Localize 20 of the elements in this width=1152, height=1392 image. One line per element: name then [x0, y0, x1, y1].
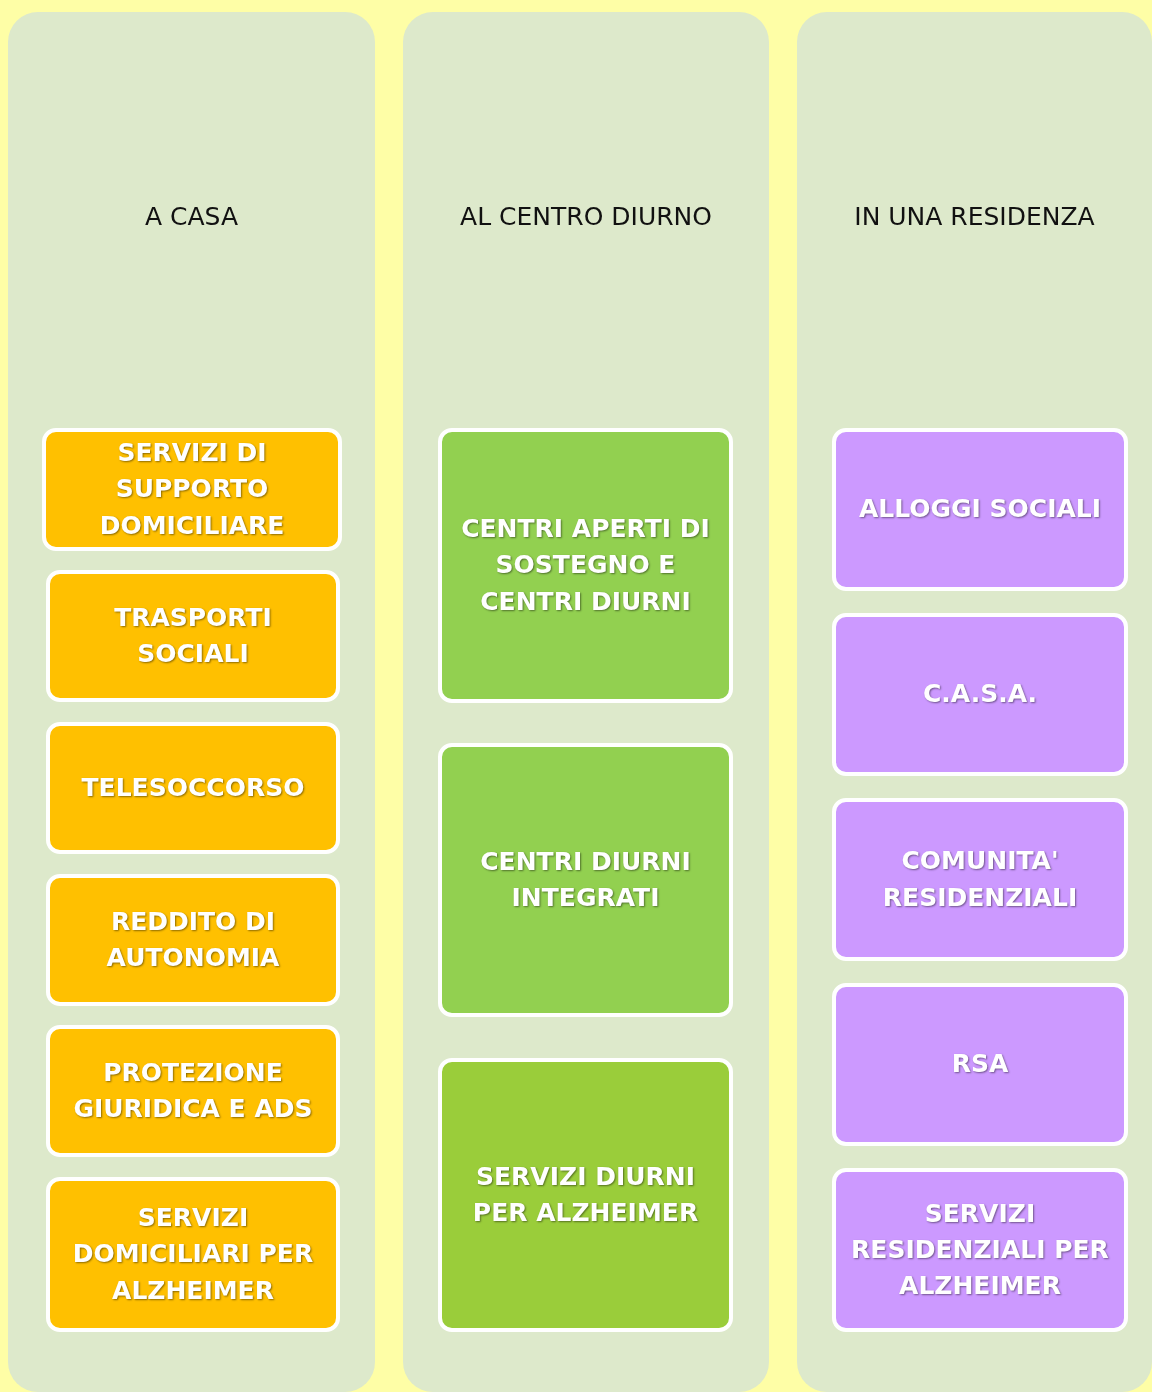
service-box: SERVIZI RESIDENZIALI PER ALZHEIMER — [832, 1168, 1128, 1332]
service-box: TRASPORTI SOCIALI — [46, 570, 340, 702]
service-box: SERVIZI DOMICILIARI PER ALZHEIMER — [46, 1177, 340, 1332]
service-box: CENTRI DIURNI INTEGRATI — [438, 743, 733, 1017]
service-box: RSA — [832, 983, 1128, 1146]
column-panel — [403, 12, 769, 1392]
service-box: SERVIZI DI SUPPORTO DOMICILIARE — [42, 428, 342, 551]
column-panel — [8, 12, 375, 1392]
service-box: TELESOCCORSO — [46, 722, 340, 854]
service-box: SERVIZI DIURNI PER ALZHEIMER — [438, 1058, 733, 1332]
service-box: C.A.S.A. — [832, 613, 1128, 776]
column-heading: IN UNA RESIDENZA — [853, 202, 1096, 231]
service-box: COMUNITA' RESIDENZIALI — [832, 798, 1128, 961]
service-box: PROTEZIONE GIURIDICA E ADS — [46, 1025, 340, 1157]
column-panel — [797, 12, 1152, 1392]
service-box: ALLOGGI SOCIALI — [832, 428, 1128, 591]
column-heading: AL CENTRO DIURNO — [459, 202, 713, 231]
column-heading: A CASA — [143, 202, 239, 231]
service-box: REDDITO DI AUTONOMIA — [46, 874, 340, 1006]
service-box: CENTRI APERTI DI SOSTEGNO E CENTRI DIURNI — [438, 428, 733, 703]
